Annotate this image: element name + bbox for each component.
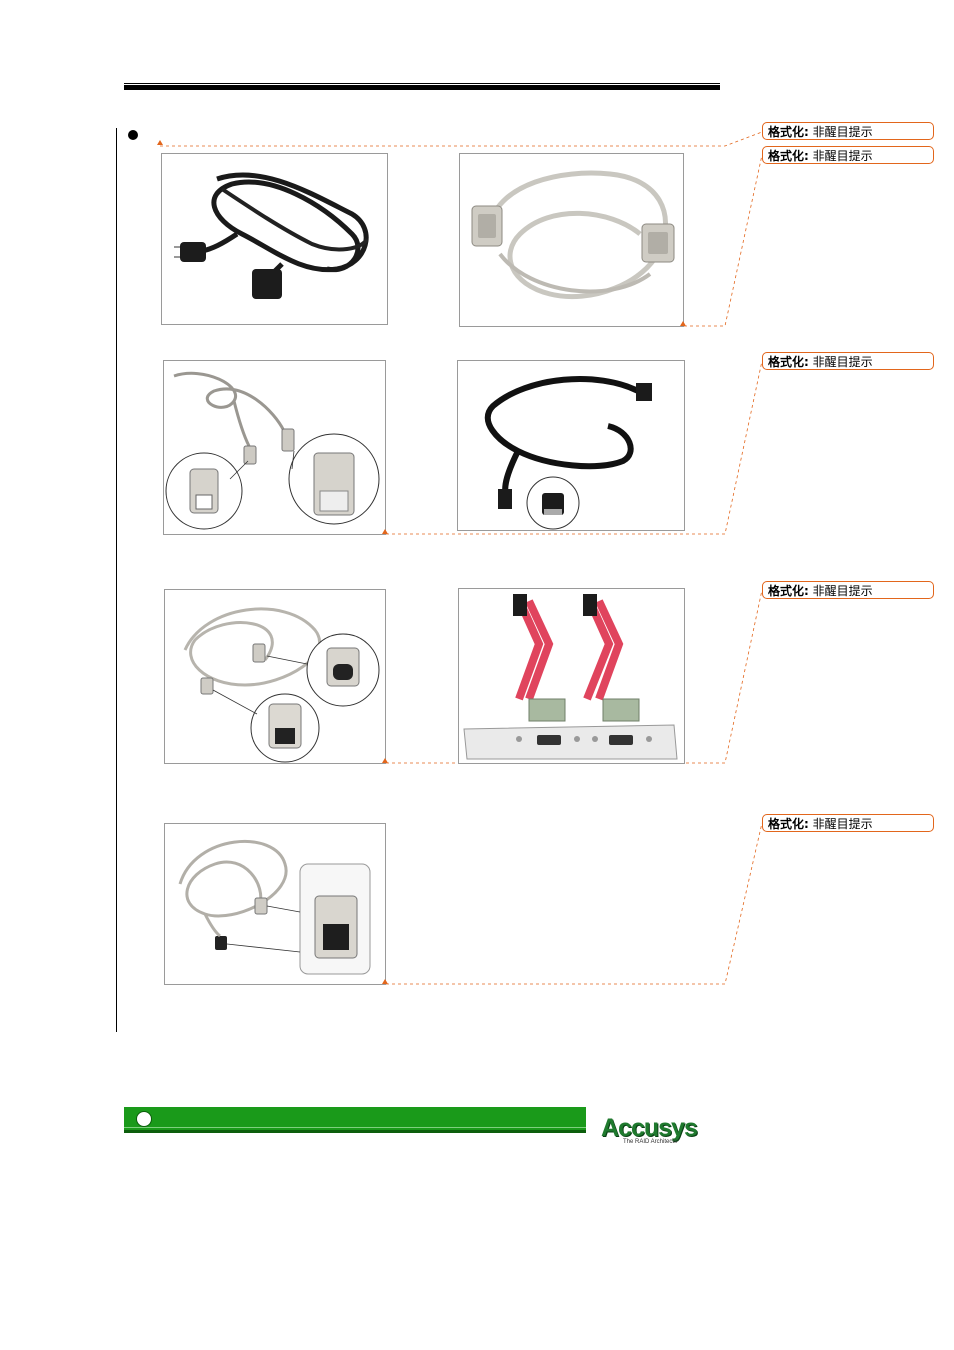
comment-value: 非醒目提示 [812,584,873,598]
revision-change-bar [116,128,117,1032]
sata-bracket-photo [458,588,685,764]
annotation-anchor-3 [382,529,388,534]
annotation-anchor-1 [157,140,163,145]
footer-bar-highlight [124,1127,586,1128]
comment-value: 非醒目提示 [812,355,873,369]
comment-separator: : [804,125,809,139]
annotation-anchor-5 [382,979,388,984]
firewire800-cable-photo [164,823,386,985]
comment-balloon-4[interactable]: 格式化: 非醒目提示 [762,581,934,599]
usb-cable-photo [163,360,386,535]
header-rule [124,83,720,90]
comment-value: 非醒目提示 [812,817,873,831]
comment-balloon-2[interactable]: 格式化: 非醒目提示 [762,146,934,164]
footer-page-dot [136,1111,152,1127]
leader-line-5 [386,822,763,985]
serial-cable-photo [459,153,684,327]
comment-label: 格式化 [768,355,805,369]
comment-separator: : [804,584,809,598]
footer-bar [124,1107,586,1133]
comment-label: 格式化 [768,125,805,139]
esata-cable-photo [457,360,685,531]
comment-label: 格式化 [768,817,805,831]
comment-value: 非醒目提示 [812,149,873,163]
comment-separator: : [804,149,809,163]
leader-line-2 [684,154,763,327]
header-rule-thick [124,85,720,90]
comment-value: 非醒目提示 [812,125,873,139]
comment-separator: : [804,817,809,831]
comment-balloon-5[interactable]: 格式化: 非醒目提示 [762,814,934,832]
leader-line-1 [160,131,763,147]
annotation-anchor-4 [382,758,388,763]
comment-separator: : [804,355,809,369]
logo-brand: Accusys [601,1114,698,1142]
annotation-anchor-2 [680,321,686,326]
comment-balloon-3[interactable]: 格式化: 非醒目提示 [762,352,934,370]
comment-label: 格式化 [768,584,805,598]
comment-balloon-1[interactable]: 格式化: 非醒目提示 [762,122,934,140]
list-bullet [128,130,138,140]
firewire-cable-photo [164,589,386,764]
accusys-logo: Accusys The RAID Architects [601,1114,701,1148]
header-rule-thin [124,83,720,84]
power-cord-photo [161,153,388,325]
logo-tagline: The RAID Architects [623,1139,678,1145]
comment-label: 格式化 [768,149,805,163]
